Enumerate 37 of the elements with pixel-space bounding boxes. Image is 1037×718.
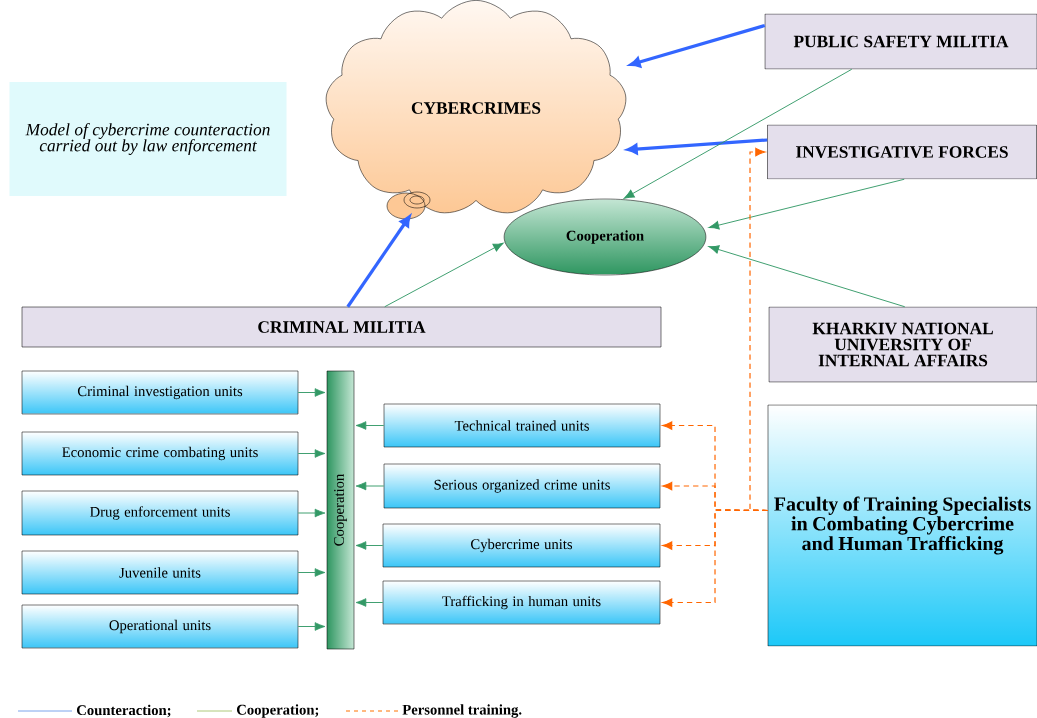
arrow [355,541,384,550]
arrow [708,245,906,308]
unit-box: Technical trained units [383,403,661,448]
agency-box: PUBLIC SAFETY MILITIA [764,13,1037,70]
unit-box: Operational units [21,604,299,649]
arrow [626,138,768,155]
arrow [708,178,905,230]
legend-label: Personnel training. [402,704,522,718]
unit-box: Economic crime combating units [21,431,299,476]
cooperation-bar: Cooperation [326,370,355,650]
arrow [384,242,504,308]
arrow [623,68,853,199]
arrow [629,23,766,68]
agency-box: CRIMINAL MILITIA [21,306,662,348]
arrow [346,215,411,308]
arrow [297,508,326,518]
title-box: Model of cybercrime counteraction carried out by law enforcement [9,82,287,196]
legend-label: Counteraction; [77,704,171,718]
arrow [297,622,326,631]
faculty-box: Faculty of Training Specialists in Combating Cybercrime and Human Trafficking [767,404,1037,647]
agency-box: INVESTIGATIVE FORCES [767,124,1037,180]
arrow [355,481,385,491]
arrow [355,598,384,607]
unit-box: Criminal investigation units [21,370,299,415]
arrow [297,388,326,397]
arrow [355,421,385,430]
arrow [662,509,769,607]
arrow [297,449,326,458]
unit-box: Serious organized crime units [383,463,661,509]
university-box: KHARKIV NATIONAL UNIVERSITY OF INTERNAL AFFAIRS [768,306,1037,383]
arrow [749,147,769,512]
arrow [297,568,326,577]
unit-box: Cybercrime units [382,523,661,568]
unit-box: Juvenile units [21,550,299,595]
unit-box: Trafficking in human units [382,580,661,625]
legend-label: Cooperation; [237,704,319,718]
unit-box: Drug enforcement units [21,490,299,536]
